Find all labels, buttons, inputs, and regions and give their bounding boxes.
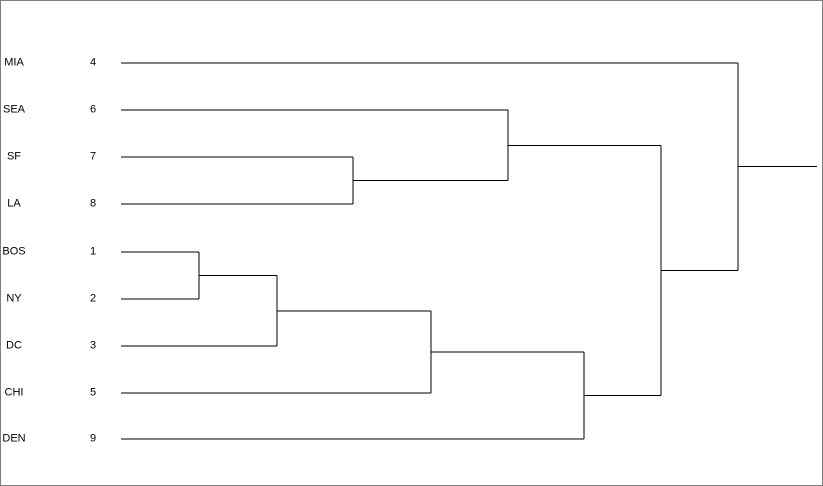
leaf-value-la: 8 bbox=[89, 197, 97, 210]
leaf-value-sea: 6 bbox=[89, 103, 97, 116]
leaf-label-mia: MIA bbox=[4, 56, 24, 69]
leaf-label-ny: NY bbox=[6, 292, 22, 305]
leaf-label-sf: SF bbox=[6, 150, 22, 163]
leaf-value-chi: 5 bbox=[89, 386, 97, 399]
leaf-value-sf: 7 bbox=[89, 150, 97, 163]
leaf-label-sea: SEA bbox=[2, 103, 25, 116]
leaf-label-den: DEN bbox=[2, 432, 26, 445]
leaf-label-la: LA bbox=[7, 197, 21, 210]
leaf-value-ny: 2 bbox=[89, 292, 97, 305]
leaf-label-bos: BOS bbox=[2, 245, 26, 258]
leaf-value-den: 9 bbox=[89, 432, 97, 445]
leaf-label-chi: CHI bbox=[4, 386, 24, 399]
leaf-label-dc: DC bbox=[6, 339, 22, 352]
leaf-value-bos: 1 bbox=[89, 245, 97, 258]
leaf-value-mia: 4 bbox=[89, 56, 97, 69]
leaf-value-dc: 3 bbox=[89, 339, 97, 352]
